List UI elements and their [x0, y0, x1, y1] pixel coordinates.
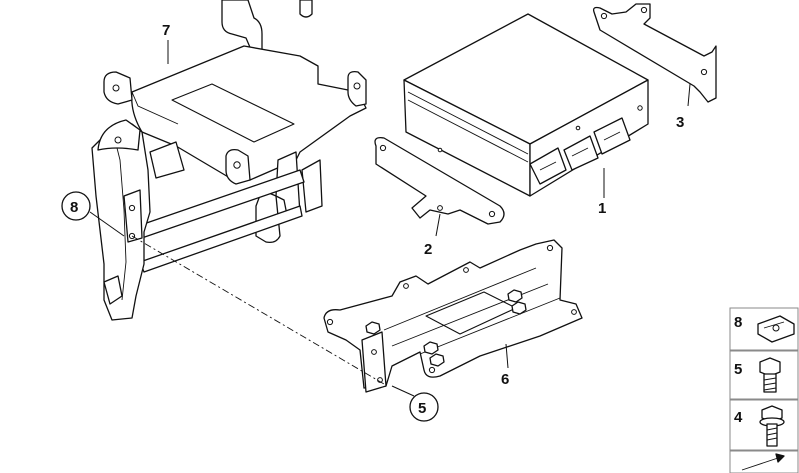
bracket-part-2 — [374, 137, 505, 225]
hex-bolt-icon — [759, 357, 781, 393]
carrier-plate-part-6 — [323, 239, 583, 393]
legend-label-1: 8 — [734, 314, 742, 331]
flange-bolt-icon — [759, 405, 785, 447]
legend-label-3: 4 — [734, 409, 743, 426]
callout-6: 6 — [501, 371, 509, 388]
callout-8: 8 — [70, 199, 78, 216]
alignment-line — [131, 235, 385, 385]
legend-label-2: 5 — [734, 361, 742, 378]
callout-5: 5 — [418, 400, 426, 417]
fastener-legend: 8 5 4 — [729, 307, 799, 473]
callout-2: 2 — [424, 241, 432, 258]
bracket-part-3 — [592, 3, 717, 103]
leader-lines — [89, 40, 691, 397]
callout-3: 3 — [676, 114, 684, 131]
callout-1: 1 — [598, 200, 606, 217]
callout-8-badge: 8 — [61, 191, 91, 221]
clip-nut-icon — [757, 315, 795, 343]
callout-5-badge: 5 — [409, 392, 439, 422]
control-unit-part-1 — [403, 13, 649, 197]
arrow-icon — [741, 453, 785, 471]
callout-7: 7 — [162, 22, 170, 39]
bracket-part-7 — [91, 0, 367, 321]
